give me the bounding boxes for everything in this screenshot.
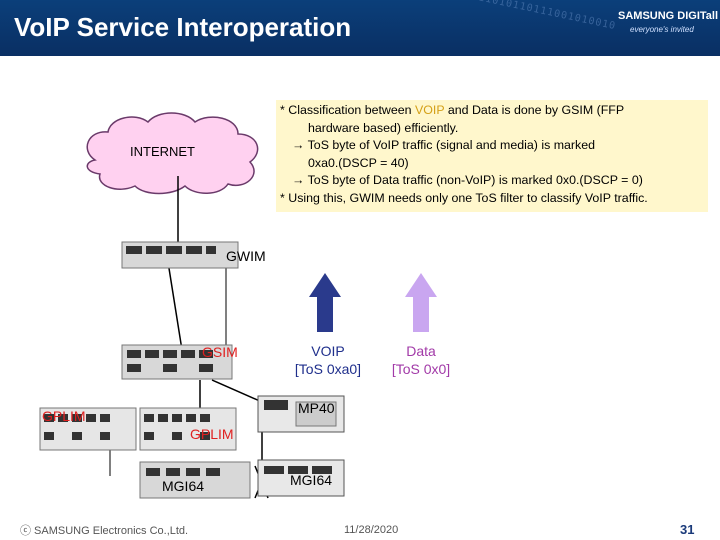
page-number: 31 [680,522,695,537]
gsim-label: GSIM [202,344,238,360]
gwim-device-icon [121,241,239,269]
gplim-mid-device-icon [139,407,237,451]
classification-note: * Classification between VOIP and Data i… [276,100,708,212]
gsim-device-icon [121,344,233,380]
note-line-2: hardware based) efficiently. [308,120,459,135]
mgi64-left-label: MGI64 [162,478,205,494]
gplim-left-device-icon [39,407,137,451]
logo-tagline: everyone's invited [630,25,694,34]
copyright-text: ⓒ SAMSUNG Electronics Co.,Ltd. [20,525,189,537]
mp40-phone-icon [257,395,345,433]
voip-caption: VOIP [ToS 0xa0] [294,343,362,377]
data-arrow-icon [405,273,437,332]
note-line-3: → ToS byte of VoIP traffic (signal and m… [292,138,596,152]
data-caption: Data [ToS 0x0] [391,343,451,377]
voip-arrow-icon [309,273,341,332]
gwim-label: GWIM [226,248,266,264]
gplim-left-label: GPLIM [42,408,86,424]
mgi64-right-device-icon [257,459,345,497]
note-line-4: 0xa0.(DSCP = 40) [308,155,409,170]
header-bar: VoIP Service Interoperation 011010110111… [0,0,720,56]
internet-label: INTERNET [130,144,195,159]
note-line-5: → ToS byte of Data traffic (non-VoIP) is… [292,173,643,187]
note-line-1: * Classification between VOIP and Data i… [280,103,625,117]
internet-cloud-icon [86,112,259,195]
gplim-mid-label: GPLIM [190,426,234,442]
note-line-6: * Using this, GWIM needs only one ToS fi… [280,190,648,205]
mgi64-right-label: MGI64 [290,472,333,488]
samsung-logo: SAMSUNG DIGITall [618,10,719,22]
page-title: VoIP Service Interoperation [14,12,352,42]
mp40-label: MP40 [298,400,335,416]
mgi64-left-device-icon [139,461,251,499]
date-text: 11/28/2020 [344,524,399,536]
